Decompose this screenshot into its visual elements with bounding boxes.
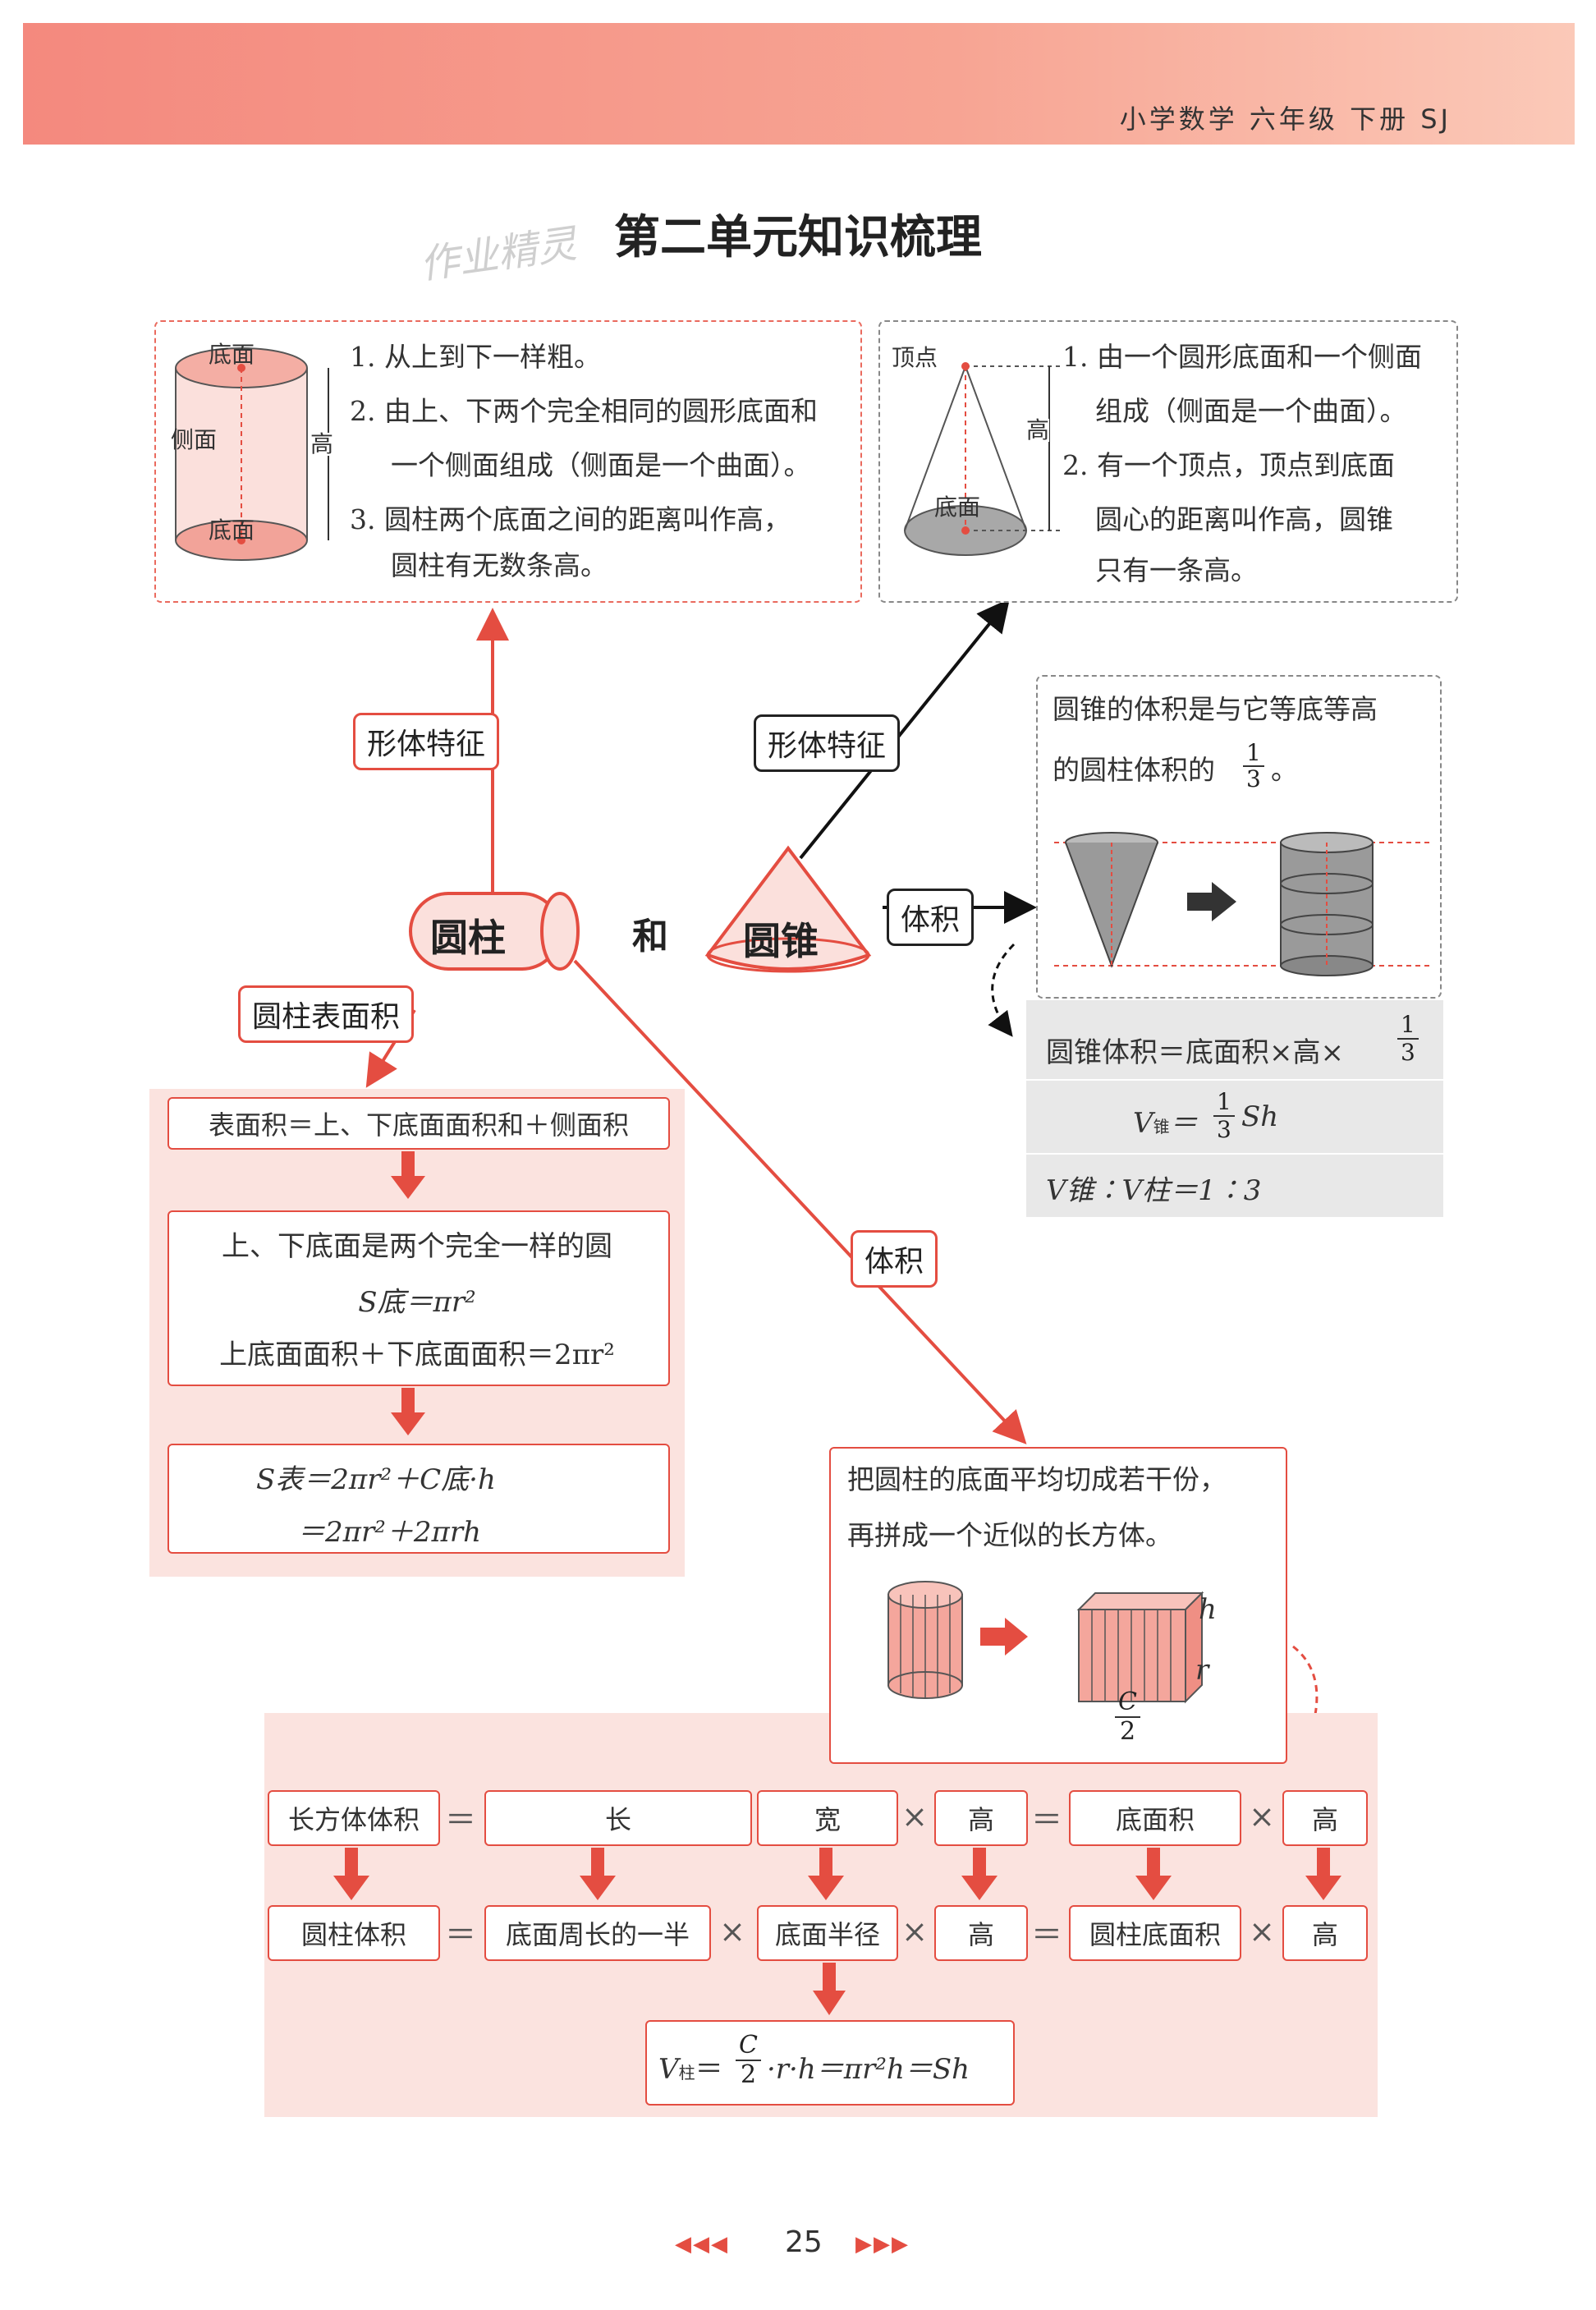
base-area-label-box: 底面积: [1069, 1790, 1241, 1846]
final-formula-rest: ·r·h＝πr²h＝Sh: [767, 2053, 970, 2086]
page-number: 25: [785, 2225, 823, 2259]
cuboid-h-label: h: [1199, 1593, 1217, 1626]
arrow-cyl-volume: [573, 959, 1027, 1444]
cone-volume-period: 。: [1271, 754, 1298, 786]
cyl-bottom-label: 底面: [209, 517, 255, 544]
cyl-top-label: 底面: [209, 341, 255, 368]
cylinder-shape: [409, 892, 580, 971]
eq-2: ＝: [1030, 1801, 1062, 1838]
times-2: ×: [901, 1798, 928, 1835]
times-4: ×: [719, 1913, 745, 1949]
cylinder-features-box: 底面 侧面 高 底面 1. 从上到下一样粗。 2. 由上、下两个完全相同的圆形底…: [154, 320, 862, 603]
times-6: ×: [1249, 1913, 1275, 1949]
cyl-feature-3b: 圆柱有无数条高。: [391, 549, 608, 581]
times-5: ×: [901, 1913, 928, 1949]
cylinder-figure: [175, 347, 329, 561]
cone-volume-formula-3: V锥∶V柱＝1∶3: [1046, 1174, 1262, 1207]
surface-area-panel: 表面积＝上、下底面面积和＋侧面积 上、下底面是两个完全一样的圆 S底＝πr² 上…: [149, 1089, 685, 1577]
cone-feature-2a: 2. 有一个顶点，顶点到底面: [1062, 449, 1395, 481]
cone-apex-label: 顶点: [892, 344, 938, 371]
cone-features-box: 顶点 高 底面 1. 由一个圆形底面和一个侧面 组成（侧面是一个曲面）。 2. …: [878, 320, 1458, 603]
cylinder-to-cuboid-figure: [887, 1581, 1204, 1704]
base-area-line1: 上、下底面是两个完全一样的圆: [222, 1230, 612, 1263]
cyl-volume-box: 把圆柱的底面平均切成若干份， 再拼成一个近似的长方体。 h r C 2: [829, 1447, 1287, 1764]
cyl-height-label: 高: [310, 430, 334, 457]
label-cyl-volume: 体积: [851, 1230, 938, 1288]
cone-cylinder-compare: [1054, 832, 1432, 976]
cone-volume-formula-1: 圆锥体积＝底面积×高×: [1046, 1036, 1344, 1069]
cuboid-c-over-2: C 2: [1115, 1688, 1140, 1746]
height-box-1: 高: [934, 1790, 1028, 1846]
cone-volume-formulas: 圆锥体积＝底面积×高× 1 3 V锥＝ 1 3 Sh V锥∶V柱＝1∶3: [1026, 1000, 1443, 1217]
cyl-feature-2a: 2. 由上、下两个完全相同的圆形底面和: [350, 395, 818, 427]
cyl-base-area-box: 圆柱底面积: [1069, 1905, 1241, 1961]
cuboid-r-label: r: [1195, 1654, 1209, 1687]
cyl-volume-desc2: 再拼成一个近似的长方体。: [847, 1519, 1172, 1551]
arrow-down-final: [813, 1963, 846, 2015]
cyl-volume-row-box: 圆柱体积: [268, 1905, 440, 1961]
cone-volume-fraction: 1 3: [1243, 741, 1264, 792]
cone-volume-formula-2-lhs: V锥＝: [1133, 1107, 1198, 1140]
base-area-line3: 上底面面积＋下底面面积＝2πr²: [219, 1339, 615, 1371]
cone-volume-desc1: 圆锥的体积是与它等底等高: [1053, 693, 1378, 725]
cone-volume-desc2: 的圆柱体积的: [1053, 754, 1215, 786]
cone-volume-formula-1-fraction: 1 3: [1397, 1012, 1419, 1066]
cone-shape: [704, 845, 872, 973]
width-box: 宽: [757, 1790, 898, 1846]
final-formula-lhs: V柱＝: [658, 2053, 723, 2086]
cone-label: 圆锥: [743, 919, 819, 963]
page-title: 第二单元知识梳理: [614, 211, 982, 264]
header-band: [23, 23, 1575, 145]
label-cyl-surface: 圆柱表面积: [238, 985, 415, 1043]
cone-bottom-label: 底面: [934, 494, 981, 521]
cylinder-label: 圆柱: [430, 916, 506, 960]
height-box-4: 高: [1282, 1905, 1368, 1961]
surface-result-box: [167, 1444, 670, 1554]
row-arrows: [333, 1848, 1341, 1900]
arrow-down-1: [391, 1151, 425, 1199]
cone-feature-1b: 组成（侧面是一个曲面）。: [1095, 395, 1407, 427]
cone-feature-2b: 圆心的距离叫作高，圆锥: [1095, 503, 1393, 535]
final-formula-box: V柱＝ C 2 ·r·h＝πr²h＝Sh: [645, 2020, 1015, 2106]
cyl-feature-1: 1. 从上到下一样粗。: [350, 341, 601, 373]
cyl-side-label: 侧面: [171, 426, 218, 453]
surface-result-line1: S表＝2πr²＋C底·h: [256, 1463, 496, 1496]
and-label: 和: [632, 916, 668, 958]
length-box: 长: [484, 1790, 752, 1846]
prev-arrows: ◀◀◀: [675, 2232, 729, 2257]
height-box-2: 高: [1282, 1790, 1368, 1846]
eq-4: ＝: [1030, 1916, 1062, 1953]
label-cone-feature: 形体特征: [754, 714, 901, 772]
cone-volume-formula-2-fraction: 1 3: [1213, 1089, 1235, 1143]
cone-feature-2c: 只有一条高。: [1095, 554, 1258, 586]
arrow-down-2: [391, 1388, 425, 1435]
surface-result-line2: ＝2πr²＋2πrh: [297, 1516, 481, 1549]
times-3: ×: [1249, 1798, 1275, 1835]
cone-feature-1a: 1. 由一个圆形底面和一个侧面: [1062, 341, 1422, 373]
cyl-feature-2b: 一个侧面组成（侧面是一个曲面）。: [391, 449, 811, 481]
radius-box: 底面半径: [757, 1905, 898, 1961]
base-area-box: [167, 1210, 670, 1386]
arrow-cone-feature: [799, 598, 1011, 860]
label-cone-volume: 体积: [887, 889, 975, 946]
next-arrows: ▶▶▶: [855, 2232, 910, 2257]
height-box-3: 高: [934, 1905, 1028, 1961]
cyl-volume-desc1: 把圆柱的底面平均切成若干份，: [847, 1463, 1227, 1495]
label-cyl-feature: 形体特征: [353, 713, 500, 770]
eq-3: ＝: [444, 1916, 476, 1953]
half-circumference-box: 底面周长的一半: [484, 1905, 711, 1961]
header-text: 小学数学 六年级 下册 SJ: [1119, 103, 1452, 135]
cone-volume-box: 圆锥的体积是与它等底等高 的圆柱体积的 1 3 。: [1036, 675, 1442, 999]
cuboid-volume-box: 长方体体积: [268, 1790, 440, 1846]
dashed-arrow-cone: [988, 943, 1016, 1037]
base-area-line2: S底＝πr²: [358, 1286, 476, 1319]
eq-1: ＝: [444, 1801, 476, 1838]
cone-height-label: 高: [1026, 416, 1050, 443]
surface-formula-box: 表面积＝上、下底面面积和＋侧面积: [167, 1097, 670, 1150]
cone-figure: [904, 362, 1061, 556]
final-formula-fraction: C 2: [736, 2032, 761, 2089]
cone-volume-formula-2-rhs: Sh: [1241, 1100, 1279, 1133]
cyl-feature-3a: 3. 圆柱两个底面之间的距离叫作高，: [350, 503, 791, 535]
